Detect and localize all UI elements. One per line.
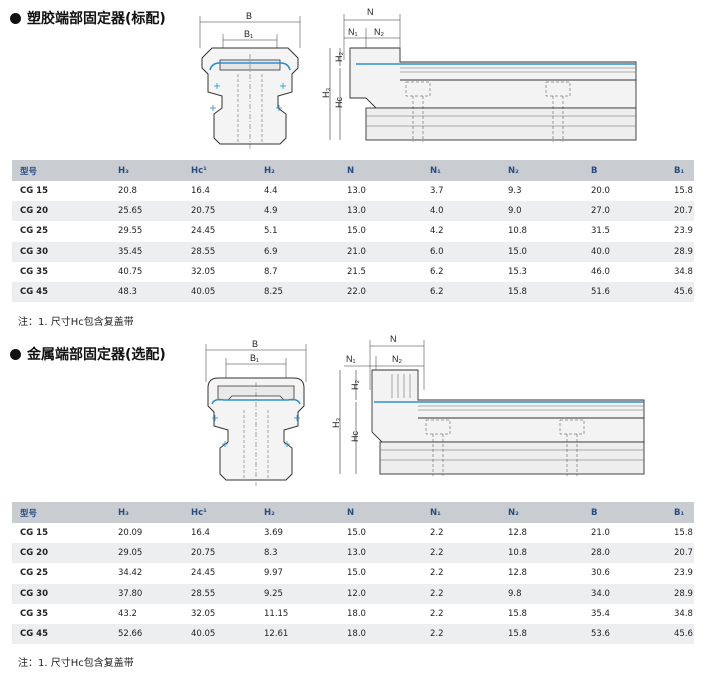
side-view-drawing: N N₁ N₂ H₃ H₂ Hc [331, 334, 645, 476]
bullet-icon [10, 12, 21, 24]
dim-label-h2: H₂ [334, 52, 344, 62]
col-model: 型号 [12, 160, 110, 181]
dim-label-hc: Hc [334, 97, 344, 108]
col-n2: N₂ [500, 502, 583, 523]
col-h3: H₃ [110, 502, 183, 523]
dim-label-b: B [246, 11, 252, 21]
section-title: 塑胶端部固定器(标配) [10, 8, 166, 28]
col-n: N [339, 502, 422, 523]
section-title: 金属端部固定器(选配) [10, 344, 166, 364]
dim-label-n1: N₁ [348, 27, 358, 37]
col-b1: B₁ [666, 502, 694, 523]
footnote: 注：1. 尺寸Hc包含复盖带 [18, 658, 134, 669]
col-n2: N₂ [500, 160, 583, 181]
dim-label-n1: N₁ [346, 354, 356, 364]
col-n1: N₁ [422, 502, 500, 523]
col-h2: H₂ [256, 502, 339, 523]
dim-label-b1: B₁ [244, 29, 253, 39]
dim-label-b: B [252, 339, 258, 349]
front-view-drawing: B B₁ [199, 11, 301, 150]
col-n: N [339, 160, 422, 181]
dim-label-n: N [390, 334, 397, 344]
table-header-row: 型号 H₃ Hc¹ H₂ N N₁ N₂ B B₁ [12, 160, 694, 181]
footnote: 注：1. 尺寸Hc包含复盖带 [18, 317, 134, 328]
dim-label-hc: Hc [350, 431, 360, 442]
dim-label-b1: B₁ [250, 353, 259, 363]
dim-label-h3: H₃ [321, 88, 331, 98]
table-header-row: 型号 H₃ Hc¹ H₂ N N₁ N₂ B B₁ [12, 502, 694, 523]
col-b: B [583, 502, 666, 523]
col-hc: Hc¹ [183, 502, 256, 523]
col-h3: H₃ [110, 160, 183, 181]
dim-label-h3: H₃ [331, 418, 341, 428]
col-h2: H₂ [256, 160, 339, 181]
col-b: B [583, 160, 666, 181]
col-model: 型号 [12, 502, 110, 523]
side-view-drawing: N N₁ N₂ H₃ H₂ Hc [321, 7, 637, 142]
dim-label-n2: N₂ [392, 354, 402, 364]
dim-label-h2: H₂ [350, 380, 360, 390]
dim-label-n: N [367, 7, 374, 17]
dim-label-n2: N₂ [374, 27, 384, 37]
col-b1: B₁ [666, 160, 694, 181]
col-n1: N₁ [422, 160, 500, 181]
bullet-icon [10, 348, 21, 360]
front-view-drawing: B B₁ [205, 339, 307, 486]
col-hc: Hc¹ [183, 160, 256, 181]
